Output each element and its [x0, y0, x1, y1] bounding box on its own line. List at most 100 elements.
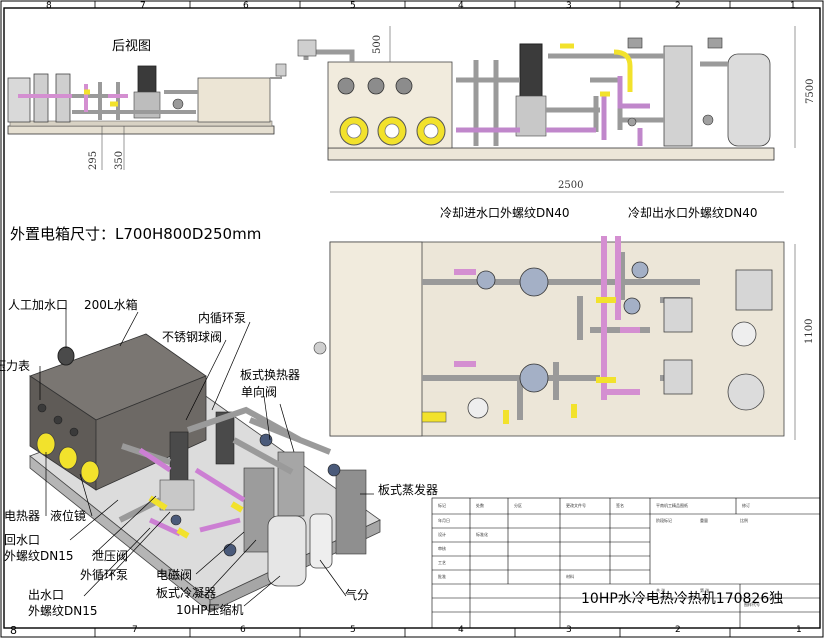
- plan-valves: [476, 261, 649, 315]
- label-cooling-inlet: 冷却进水口外螺纹DN40: [440, 206, 570, 220]
- label-plate-condenser: 板式冷凝器: [156, 586, 217, 600]
- rear-pump-body: [133, 91, 161, 119]
- plan-pipe-pink: [454, 236, 640, 400]
- plan-hx: [663, 269, 773, 395]
- label-heater: 电热器: [4, 509, 41, 523]
- drawing-frame: [3, 7, 821, 629]
- iso-hx-2: [277, 451, 305, 517]
- label-tank: 200L水箱: [84, 298, 138, 312]
- label-check-valve: 单向阀: [241, 385, 278, 399]
- side-view: [297, 26, 796, 161]
- drawing-title: 10HP水冷电热冷热机170826独: [581, 591, 784, 607]
- plan-filler: [313, 341, 327, 355]
- zone-ticks-bottom: [94, 628, 731, 637]
- iso-pipe-yellow: [148, 495, 244, 539]
- tb-text-5: 签名: [616, 503, 624, 508]
- zone-top-6: 6: [243, 1, 249, 11]
- label-inner-pump: 内循环泵: [198, 311, 247, 325]
- zone-top-7: 7: [140, 1, 146, 11]
- zone-bottom-1: 1: [796, 625, 802, 635]
- zone-top-3: 3: [566, 1, 572, 11]
- label-compressor: 10HP压缩机: [176, 603, 244, 617]
- dim-295: 295: [88, 150, 99, 170]
- zone-bottom-6: 6: [240, 625, 246, 635]
- electrical-box-spec: 外置电箱尺寸：L700H800D250mm: [10, 225, 262, 243]
- dim-7500: 7500: [805, 78, 816, 104]
- tb-text-4: 更改文件号: [566, 503, 586, 508]
- zone-top-8: 8: [46, 1, 52, 11]
- label-outlet: 出水口: [28, 588, 65, 602]
- rear-base-top: [9, 120, 273, 127]
- plan-gauge: [467, 397, 489, 419]
- plan-view: [313, 191, 796, 440]
- label-solenoid: 电磁阀: [156, 568, 193, 582]
- label-outlet-thread: 外螺纹DN15: [28, 604, 98, 618]
- zone-ticks-top: [94, 1, 731, 8]
- zone-bottom-4: 4: [458, 625, 464, 635]
- tb-text-14: 比例: [740, 518, 748, 523]
- plan-pumps: [519, 267, 549, 393]
- tb-text-18: 修订: [742, 503, 750, 508]
- tb-text-17: 平南机工精品图纸: [656, 503, 688, 508]
- tb-text-10: 工艺: [438, 560, 446, 565]
- rear-pipe-pink: [18, 84, 128, 112]
- side-heater-flanges-inner: [346, 123, 439, 139]
- side-compressor: [727, 53, 771, 147]
- plan-tank: [329, 241, 423, 437]
- rear-pipe-yellow: [84, 89, 118, 107]
- side-small-ports: [337, 77, 413, 95]
- tb-text-1: 标记: [438, 503, 446, 508]
- zone-bottom-5: 5: [350, 625, 356, 635]
- label-manual-fill: 人工加水口: [8, 298, 69, 312]
- tb-text-12: 阶段标记: [656, 518, 672, 523]
- tb-text-15: 共 张: [656, 588, 666, 593]
- iso-pressure-gauge: [57, 346, 75, 366]
- iso-heater-flanges: [36, 432, 100, 484]
- side-pipe-purple: [456, 76, 650, 146]
- rear-view: [7, 63, 287, 170]
- dim-1100: 1100: [804, 318, 815, 344]
- side-hx: [663, 45, 693, 147]
- tb-text-3: 分区: [514, 503, 522, 508]
- tb-text-6: 年月日: [438, 518, 450, 523]
- side-pump-body: [515, 95, 547, 137]
- label-cooling-outlet: 冷却出水口外螺纹DN40: [628, 206, 758, 220]
- side-valves: [627, 37, 723, 127]
- dim-500: 500: [372, 34, 383, 54]
- zone-top-5: 5: [350, 1, 356, 11]
- side-base: [327, 147, 775, 161]
- zone-bottom-3: 3: [566, 625, 572, 635]
- tb-text-9: 审核: [438, 546, 446, 551]
- iso-pump-2: [215, 411, 235, 465]
- label-return-inlet-thread: 外螺纹DN15: [4, 549, 74, 563]
- tb-text-8: 标准化: [476, 532, 488, 537]
- iso-compressor: [267, 515, 307, 587]
- rear-cylinder: [7, 77, 31, 123]
- dim-2500: 2500: [558, 180, 584, 191]
- rear-pipe-gray: [72, 82, 198, 120]
- rear-valve: [172, 98, 184, 110]
- iso-small-ports: [37, 403, 79, 437]
- plan-tank-port: [421, 411, 447, 423]
- iso-evaporator: [335, 469, 367, 555]
- zone-top-1: 1: [790, 1, 796, 11]
- label-ball-valve: 不锈钢球阀: [162, 330, 223, 344]
- zone-bottom-7: 7: [132, 625, 138, 635]
- tb-text-7: 设计: [438, 532, 446, 537]
- label-outer-pump: 外循环泵: [80, 568, 129, 582]
- side-filler: [297, 39, 317, 57]
- zone-top-2: 2: [675, 1, 681, 11]
- iso-view: [29, 310, 381, 613]
- plan-pipe-yellow: [503, 266, 643, 424]
- plan-separator: [731, 321, 757, 347]
- tb-text-11: 批准: [438, 574, 446, 579]
- rear-filler: [275, 63, 287, 77]
- label-pressure-gauge: 压力表: [0, 359, 31, 373]
- tb-text-13: 重量: [700, 518, 708, 523]
- rear-filler-pipe: [270, 76, 282, 79]
- rear-tank: [197, 77, 271, 123]
- zone-bottom-2: 2: [675, 625, 681, 635]
- dim-350: 350: [114, 150, 125, 170]
